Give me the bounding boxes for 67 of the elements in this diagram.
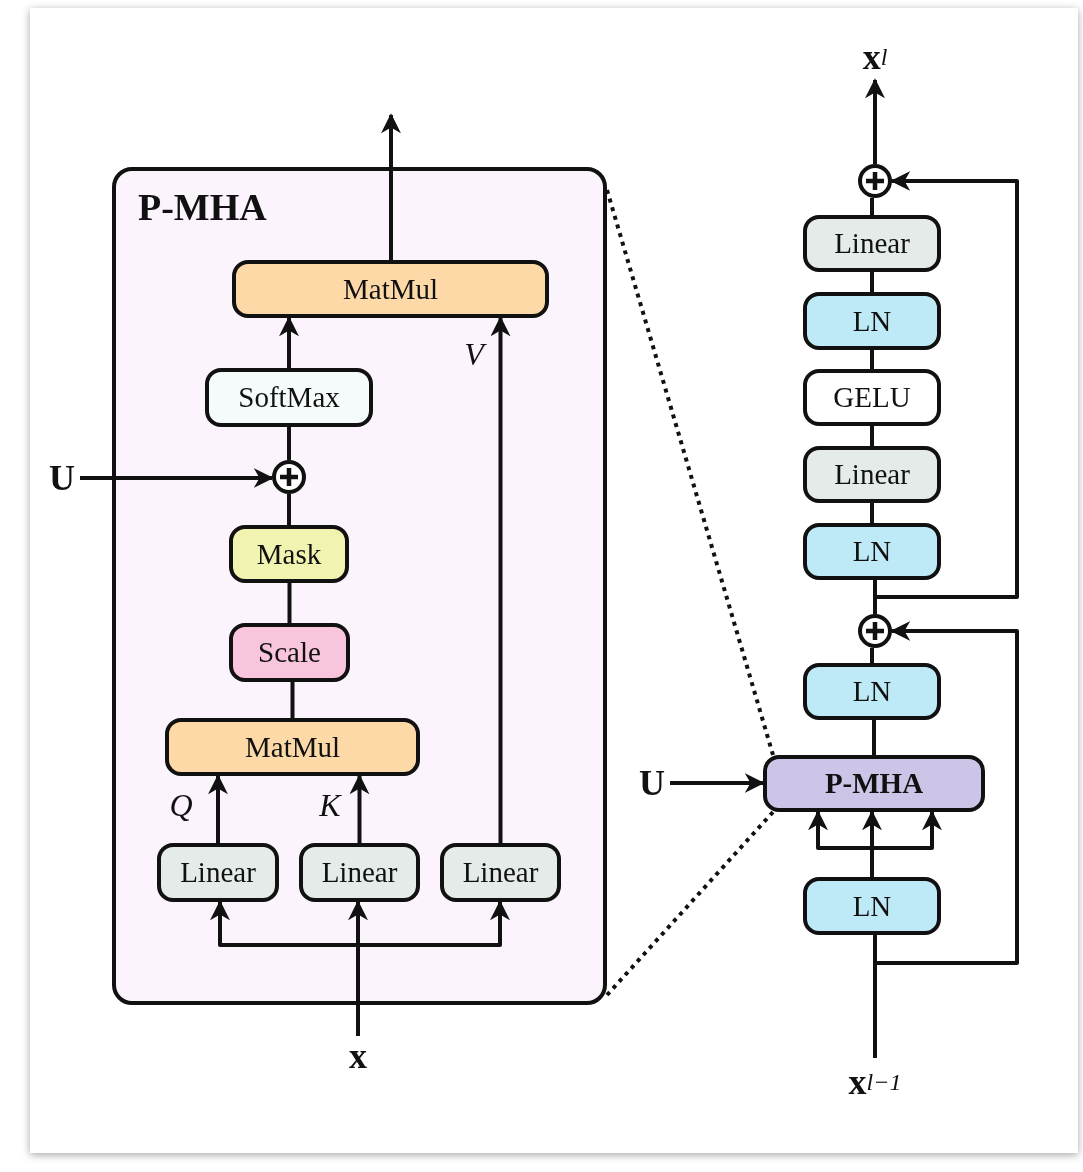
edge-label: Q bbox=[169, 789, 193, 821]
layer-label: LN bbox=[852, 675, 892, 708]
connector-line bbox=[870, 272, 874, 292]
layer-box bbox=[205, 368, 373, 427]
variable-label: x$^{l−1}$ bbox=[843, 1058, 907, 1106]
variable-label: x bbox=[343, 1036, 373, 1076]
arrow bbox=[670, 773, 765, 793]
layer-box bbox=[803, 663, 941, 720]
arrow bbox=[349, 774, 370, 843]
connector-line bbox=[870, 648, 874, 663]
layer-label: P-MHA bbox=[824, 767, 924, 800]
variable-label: x$^{l}$ bbox=[850, 34, 900, 80]
layer-label: Linear bbox=[180, 856, 256, 889]
layer-label: Scale bbox=[258, 636, 321, 669]
dotted-zoom-line bbox=[605, 189, 775, 756]
layer-box bbox=[440, 843, 561, 902]
layer-box bbox=[229, 623, 350, 682]
layer-box bbox=[157, 843, 279, 902]
connector-line bbox=[287, 494, 291, 525]
arrow bbox=[381, 113, 401, 260]
layer-box bbox=[763, 755, 985, 812]
connector-line bbox=[870, 503, 874, 523]
layer-label: SoftMax bbox=[238, 381, 340, 414]
connector-line bbox=[870, 350, 874, 369]
arrow bbox=[808, 810, 875, 850]
layer-box bbox=[299, 843, 420, 902]
layer-label: Linear bbox=[462, 856, 539, 889]
layer-box bbox=[803, 292, 941, 350]
layer-label: Linear bbox=[834, 458, 910, 491]
module-panel bbox=[112, 167, 607, 1005]
variable-label: U bbox=[634, 761, 670, 805]
layer-box bbox=[229, 525, 349, 583]
layer-label: LN bbox=[852, 889, 892, 923]
arrow bbox=[490, 316, 511, 843]
layer-label: Linear bbox=[321, 856, 398, 889]
layer-label: MatMul bbox=[342, 272, 439, 306]
variable-label: U bbox=[44, 456, 80, 500]
arrow bbox=[208, 774, 228, 843]
connector-line bbox=[287, 583, 292, 623]
layer-label: Linear bbox=[834, 227, 910, 260]
dotted-zoom-line bbox=[605, 810, 775, 997]
layer-box bbox=[232, 260, 549, 318]
arrow bbox=[875, 810, 942, 850]
edge-label: K bbox=[319, 789, 341, 821]
layer-label: GELU bbox=[833, 381, 911, 414]
connector-line bbox=[287, 427, 291, 460]
connector-line bbox=[870, 426, 874, 446]
arrow bbox=[279, 316, 299, 368]
connector-line bbox=[870, 198, 874, 215]
layer-box bbox=[803, 523, 941, 580]
arrow bbox=[862, 810, 882, 877]
connector-line bbox=[872, 720, 876, 755]
arrow bbox=[80, 468, 274, 488]
layer-label: Mask bbox=[256, 537, 322, 571]
layer-box bbox=[803, 877, 941, 935]
layer-label: LN bbox=[852, 304, 892, 338]
layer-box bbox=[803, 215, 941, 272]
layer-box bbox=[803, 446, 941, 503]
layer-box bbox=[165, 718, 420, 776]
adder-circle bbox=[272, 460, 306, 494]
layer-label: MatMul bbox=[244, 730, 341, 764]
panel-title: P-MHA bbox=[138, 185, 267, 229]
layer-label: LN bbox=[852, 535, 892, 568]
connector-line bbox=[290, 682, 295, 718]
layer-box bbox=[803, 369, 941, 426]
arrow bbox=[873, 621, 1019, 1058]
arrow bbox=[865, 78, 885, 164]
